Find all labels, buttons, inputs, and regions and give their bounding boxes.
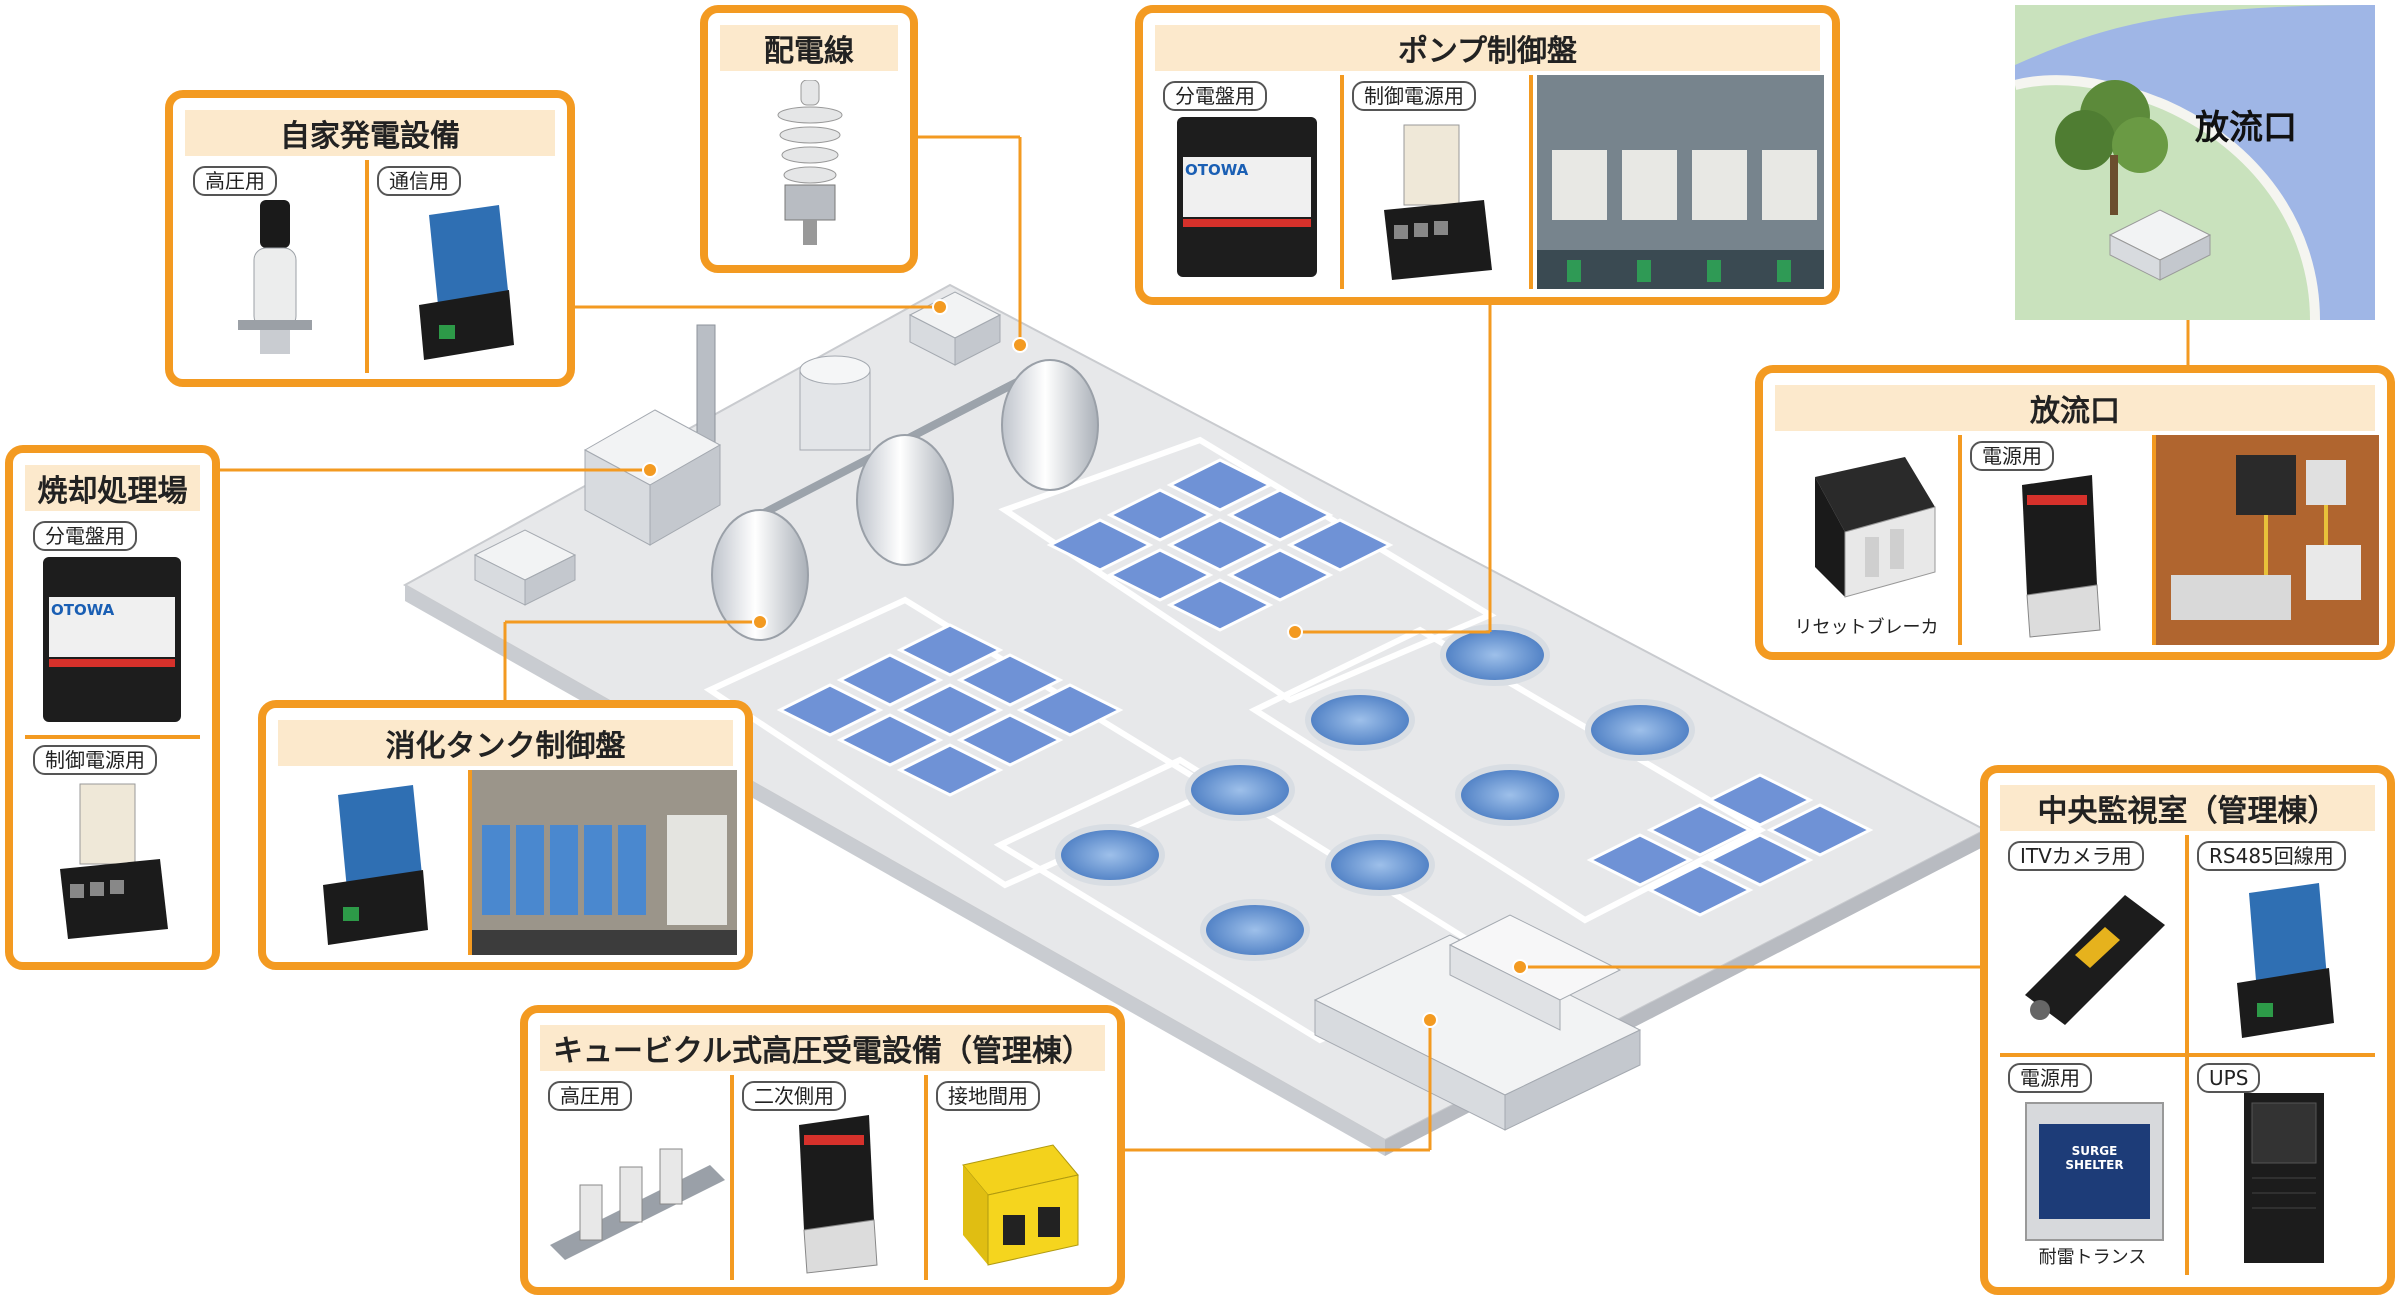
clarifier-tanks — [1055, 624, 1695, 961]
tag-label: 通信用 — [377, 166, 461, 196]
panel-title: 消化タンク制御盤 — [278, 720, 733, 766]
panel-pump: ポンプ制御盤 分電盤用 OTOWA 制御電源用 — [1135, 5, 1840, 305]
digester-panel-photo — [472, 770, 737, 955]
cell-secondary: 二次側用 — [734, 1075, 924, 1280]
panel-cubicle: キュービクル式高圧受電設備（管理棟） 高圧用 二次側用 接地間用 — [520, 1005, 1125, 1295]
digester-eggs — [711, 359, 1099, 641]
control-power-protector-icon — [60, 783, 168, 939]
cell-panel-board: 分電盤用 OTOWA — [25, 515, 200, 735]
tag-label: 分電盤用 — [1163, 81, 1267, 111]
brand-label: OTOWA — [51, 601, 115, 619]
river-map-icon — [2015, 5, 2375, 320]
panel-title: 中央監視室（管理棟） — [2000, 785, 2375, 831]
ups-cabinet-icon — [2244, 1093, 2324, 1263]
cell-communication: 通信用 — [369, 160, 555, 373]
panel-title: ポンプ制御盤 — [1155, 25, 1820, 71]
cubicle-arrester-icon — [550, 1148, 725, 1260]
control-panel-photo-icon — [472, 770, 737, 955]
cell-distribution — [720, 75, 898, 257]
cell-ups: UPS — [2189, 1057, 2375, 1275]
panel-houryu: 放流口 リセットブレーカ 電源用 — [1755, 365, 2395, 660]
panel-title: 配電線 — [720, 25, 898, 71]
aeration-tank-lower — [776, 623, 1124, 797]
map-label: 放流口 — [2195, 108, 2297, 148]
surge-shelter-transformer: SURGE SHELTER — [2025, 1102, 2164, 1241]
reset-breaker-icon — [1815, 457, 1936, 598]
itv-camera-protector-icon — [2025, 895, 2165, 1025]
panel-chuo: 中央監視室（管理棟） ITVカメラ用 RS485回線用 電源用 SURGE SH… — [1980, 765, 2395, 1295]
tag-label: 制御電源用 — [33, 745, 157, 775]
cell-control-power: 制御電源用 — [1344, 75, 1529, 289]
tag-label: 二次側用 — [742, 1081, 846, 1111]
control-power-protector-icon — [1384, 124, 1492, 280]
pump-panel-photo — [1537, 75, 1824, 289]
rs485-protector-icon — [2237, 883, 2334, 1038]
panel-title: キュービクル式高圧受電設備（管理棟） — [540, 1025, 1105, 1071]
tag-label: 接地間用 — [936, 1081, 1040, 1111]
tag-label: RS485回線用 — [2197, 841, 2346, 871]
panel-shoka: 消化タンク制御盤 — [258, 700, 753, 970]
map-inset: 放流口 — [2015, 5, 2375, 320]
panel-title: 放流口 — [1775, 385, 2375, 431]
cell-high-voltage: 高圧用 — [185, 160, 365, 373]
cell-control-power: 制御電源用 — [25, 739, 200, 949]
aeration-tank-right — [1586, 773, 1874, 917]
distribution-arrester-icon — [777, 80, 843, 245]
panel-title: 焼却処理場 — [25, 465, 200, 511]
transformer-label: SURGE SHELTER — [2065, 1144, 2124, 1172]
caption-label: 耐雷トランス — [2038, 1247, 2147, 1268]
tag-label: 高圧用 — [193, 166, 277, 196]
cell-reset-breaker: リセットブレーカ — [1775, 435, 1958, 645]
digester-protector-icon — [323, 785, 428, 945]
incinerator-building — [583, 324, 871, 546]
cell-rs485: RS485回線用 — [2189, 835, 2375, 1053]
cell-power-transformer: 電源用 SURGE SHELTER 耐雷トランス — [2000, 1057, 2185, 1275]
communication-protector-icon — [419, 205, 514, 360]
cell-digester-device — [278, 770, 468, 955]
panel-haiden: 配電線 — [700, 5, 918, 273]
cell-grounding: 接地間用 — [928, 1075, 1109, 1280]
grounding-protector-icon — [962, 1144, 1079, 1266]
tag-label: 電源用 — [2008, 1063, 2092, 1093]
control-panel-photo-icon — [2156, 435, 2379, 645]
brand-label: OTOWA — [1185, 161, 1249, 179]
tag-label: UPS — [2197, 1063, 2261, 1093]
otowa-surge-unit: OTOWA — [43, 557, 181, 722]
panel-jika: 自家発電設備 高圧用 通信用 — [165, 90, 575, 387]
secondary-protector-icon — [799, 1115, 878, 1274]
power-protector-icon — [2022, 475, 2101, 638]
caption-label: リセットブレーカ — [1794, 617, 1939, 638]
panel-shokyaku: 焼却処理場 分電盤用 OTOWA 制御電源用 — [5, 445, 220, 970]
otowa-surge-unit: OTOWA — [1177, 117, 1317, 277]
tag-label: 高圧用 — [548, 1081, 632, 1111]
tag-label: 分電盤用 — [33, 521, 137, 551]
panel-title: 自家発電設備 — [185, 110, 555, 156]
tag-label: 電源用 — [1970, 441, 2054, 471]
outlet-panel-photo — [2156, 435, 2379, 645]
admin-building — [1313, 914, 1642, 1131]
tag-label: 制御電源用 — [1352, 81, 1476, 111]
control-panel-photo-icon — [1537, 75, 1824, 289]
cell-panel-board: 分電盤用 OTOWA — [1155, 75, 1340, 289]
cell-itv-camera: ITVカメラ用 — [2000, 835, 2185, 1053]
tag-label: ITVカメラ用 — [2008, 841, 2144, 871]
cell-high-voltage: 高圧用 — [540, 1075, 730, 1280]
aeration-tank-upper — [1046, 458, 1394, 632]
high-voltage-arrester-icon — [238, 200, 312, 354]
cell-power-supply: 電源用 — [1962, 435, 2152, 645]
